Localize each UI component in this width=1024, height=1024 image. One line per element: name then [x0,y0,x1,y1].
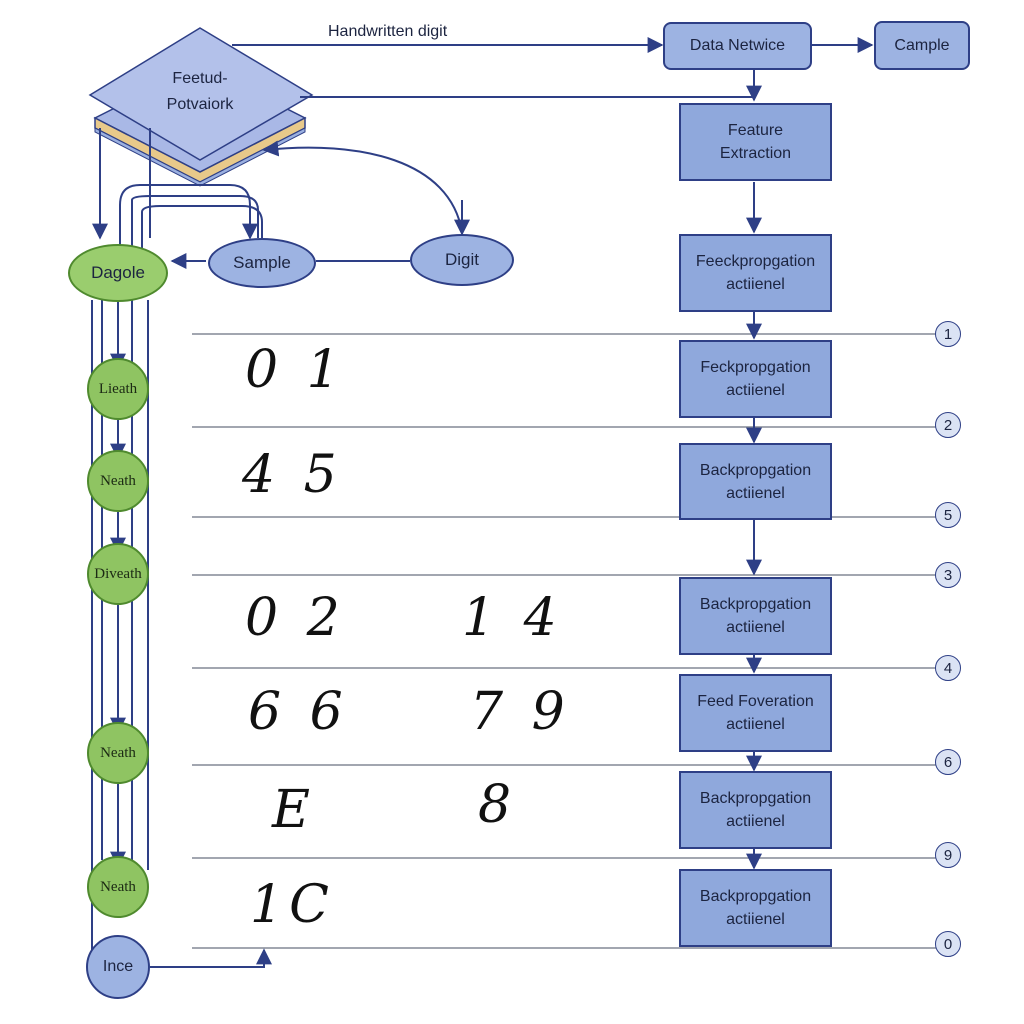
handwritten-row-4a: 6 6 [248,682,349,742]
row-number-6: 6 [935,749,961,775]
process-box-3[interactable]: Backpropgation actiienel [679,443,832,520]
process-box-5-title: Feed Foveration [697,693,814,710]
process-box-2[interactable]: Feckpropgation actiienel [679,340,832,418]
process-box-3-title: Backpropgation [699,461,812,479]
process-box-2-sub: actiienel [726,382,785,399]
handwritten-row-1a: 0 1 [245,340,346,400]
process-box-4[interactable]: Backpropgation actiienel [679,577,832,655]
network-diamond-icon [88,27,314,187]
network-label-line2: Potvaiork [166,96,234,113]
network-label-line1: Feetud- [172,70,228,87]
handwritten-row-5a: E [272,780,316,840]
process-box-1-title: Feeckpropgation [695,253,816,270]
feature-extraction-line1: Feature [727,122,784,139]
process-box-2-title: Feckpropgation [700,359,811,376]
handwritten-row-3a: 0 2 [245,588,346,648]
process-box-5-sub: actiienel [726,716,785,733]
digit-node[interactable]: Digit [410,234,514,286]
row-number-3: 5 [935,502,961,528]
process-box-7-title: Backpropgation [699,888,812,905]
row-lines [192,333,936,949]
row-number-1: 1 [935,321,961,347]
row-number-2: 2 [935,412,961,438]
process-box-4-title: Backpropgation [699,596,812,613]
green-node-3[interactable]: Diveath [87,543,149,605]
process-box-6-title: Backpropgation [699,790,812,807]
feature-extraction-box[interactable]: Feature Extraction [679,103,832,181]
process-box-1-sub: actiienel [726,276,785,293]
handwritten-row-5b: 8 [478,775,518,835]
ince-node[interactable]: Ince [86,935,150,999]
handwritten-row-6a: 1C [250,875,335,935]
process-box-6-sub: actiienel [726,813,785,830]
network-label: Feetud- Potvaiork [140,66,260,118]
feature-extraction-line2: Extraction [719,145,792,162]
row-number-4: 3 [935,562,961,588]
row-number-7: 9 [935,842,961,868]
process-box-1[interactable]: Feeckpropgation actiienel [679,234,832,312]
process-box-7-sub: actiienel [726,911,785,928]
process-box-4-sub: actiienel [726,619,785,636]
handwritten-row-4b: 7 9 [470,682,571,742]
green-node-4[interactable]: Neath [87,722,149,784]
handwritten-row-2a: 4 5 [242,445,343,505]
process-box-7[interactable]: Backpropgation actiienel [679,869,832,947]
row-number-5: 4 [935,655,961,681]
green-node-2[interactable]: Neath [87,450,149,512]
sample-top-box[interactable]: Cample [874,21,970,70]
process-box-5[interactable]: Feed Foveration actiienel [679,674,832,752]
process-box-3-sub: actiienel [726,484,785,502]
sample-node[interactable]: Sample [208,238,316,288]
green-node-5[interactable]: Neath [87,856,149,918]
process-box-6[interactable]: Backpropgation actiienel [679,771,832,849]
handwritten-row-3b: 1 4 [462,588,563,648]
green-node-1[interactable]: Lieath [87,358,149,420]
top-label: Handwritten digit [328,23,448,40]
dagole-node[interactable]: Dagole [68,244,168,302]
data-network-box[interactable]: Data Netwice [663,22,812,70]
row-number-8: 0 [935,931,961,957]
